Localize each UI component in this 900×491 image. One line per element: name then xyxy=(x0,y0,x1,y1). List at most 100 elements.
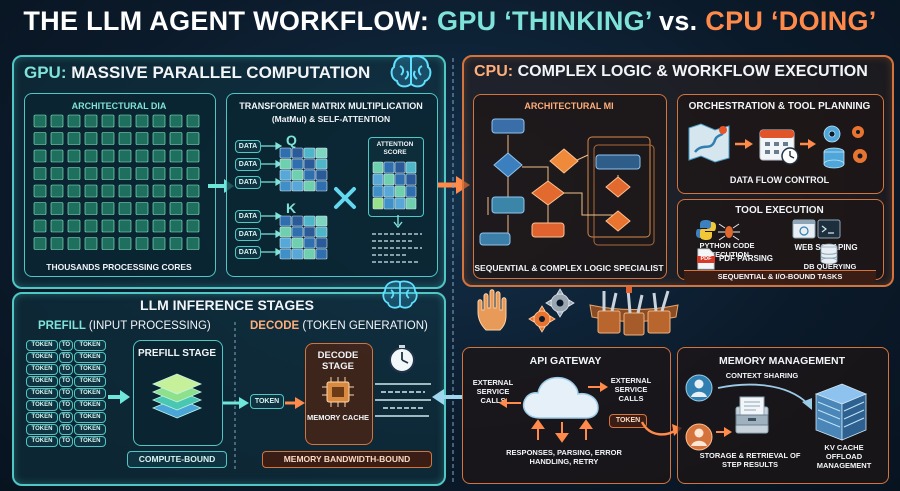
gpu-heading-text: MASSIVE PARALLEL COMPUTATION xyxy=(71,63,371,82)
processing-core xyxy=(169,202,183,215)
data-label-k1: DATA xyxy=(235,210,261,223)
token-label: TOKEN xyxy=(26,424,58,435)
orchestration-title: ORCHESTRATION & TOOL PLANNING xyxy=(688,101,871,112)
attention-matrix-cell xyxy=(405,173,417,186)
q-matrix xyxy=(279,147,328,192)
to-label: TO xyxy=(59,436,73,447)
processing-core xyxy=(118,114,132,128)
token-label: TOKEN xyxy=(74,412,106,423)
processing-core xyxy=(186,219,200,233)
decode-subheading: DECODE (TOKEN GENERATION) xyxy=(250,320,428,332)
token-label: TOKEN xyxy=(74,340,106,351)
data-flow-label: DATA FLOW CONTROL xyxy=(729,175,830,185)
cpu-arch-label: ARCHITECTURAL MI xyxy=(524,101,614,111)
q-matrix-cell xyxy=(291,158,304,170)
q-matrix-cell xyxy=(303,147,316,159)
processing-core xyxy=(152,202,166,215)
data-label-k3: DATA xyxy=(235,246,261,259)
attention-matrix-cell xyxy=(394,161,406,174)
calendar-icon xyxy=(759,129,799,165)
api-up-down-arrows xyxy=(531,419,593,443)
processing-core xyxy=(135,219,149,233)
prefill-subheading: PREFILL (INPUT PROCESSING) xyxy=(38,320,211,332)
attention-matrix-cell xyxy=(394,185,406,198)
to-label: TO xyxy=(59,352,73,363)
attention-matrix-cell xyxy=(394,197,406,210)
processing-core xyxy=(50,114,64,128)
processing-core xyxy=(135,184,149,198)
brain-icon-small xyxy=(382,280,418,309)
attention-matrix-cell xyxy=(383,185,395,198)
inference-divider xyxy=(234,322,236,472)
attention-matrix-cell xyxy=(405,197,417,210)
map-icon xyxy=(688,123,730,163)
output-text-lines xyxy=(372,233,422,263)
k-matrix-label: K xyxy=(286,200,297,216)
hand-icon xyxy=(477,289,507,331)
processing-core xyxy=(67,132,81,145)
processing-core xyxy=(84,132,98,145)
attention-matrix-cell xyxy=(372,185,384,198)
processing-core xyxy=(50,184,64,198)
panel-divider xyxy=(452,58,454,483)
q-matrix-cell xyxy=(303,180,316,192)
page-title: THE LLM AGENT WORKFLOW: GPU ‘THINKING’ v… xyxy=(0,6,900,37)
q-matrix-cell xyxy=(279,180,292,192)
attention-matrix-cell xyxy=(372,197,384,210)
user-icon-bottom xyxy=(685,423,713,451)
processing-core xyxy=(135,114,149,128)
processing-core xyxy=(101,237,115,250)
attention-matrix-cell xyxy=(383,173,395,186)
arrow-user-to-cabinet xyxy=(716,427,732,437)
processing-core xyxy=(33,202,47,215)
processing-core xyxy=(135,149,149,163)
processing-core xyxy=(152,184,166,198)
bug-icon xyxy=(718,223,740,241)
processing-core xyxy=(67,219,81,233)
matmul-title: TRANSFORMER MATRIX MULTIPLICATION xyxy=(239,101,423,111)
memory-cache-label: MEMORY CACHE xyxy=(306,413,370,422)
processing-core xyxy=(33,132,47,145)
processing-core xyxy=(152,219,166,233)
gear-database-icon xyxy=(823,125,867,169)
processing-core xyxy=(50,237,64,250)
memory-management-title: MEMORY MANAGEMENT xyxy=(719,355,845,367)
processing-core xyxy=(84,219,98,233)
processing-core xyxy=(67,149,81,163)
q-matrix-cell xyxy=(279,147,292,159)
processing-core xyxy=(169,237,183,250)
processing-core xyxy=(67,237,81,250)
processing-core xyxy=(67,114,81,128)
processing-core xyxy=(135,132,149,145)
title-vs: vs. xyxy=(651,6,706,36)
q-matrix-cell xyxy=(315,147,328,159)
data-arrows xyxy=(261,141,283,257)
processing-core xyxy=(84,184,98,198)
tool-execution-title: TOOL EXECUTION xyxy=(735,205,824,216)
token-label: TOKEN xyxy=(26,340,58,351)
k-matrix xyxy=(279,215,328,260)
context-sharing-label: CONTEXT SHARING xyxy=(725,371,799,380)
attention-down-arrow xyxy=(393,215,403,229)
processing-core xyxy=(118,202,132,215)
processing-core xyxy=(169,219,183,233)
q-matrix-cell xyxy=(315,180,328,192)
processing-core xyxy=(118,184,132,198)
token-label: TOKEN xyxy=(74,436,106,447)
context-arrows xyxy=(717,383,812,410)
k-matrix-cell xyxy=(279,226,292,238)
processing-core xyxy=(33,149,47,163)
processing-core xyxy=(67,184,81,198)
processing-core xyxy=(118,167,132,180)
processing-core xyxy=(186,184,200,198)
chip-icon xyxy=(322,377,354,407)
processing-core xyxy=(186,237,200,250)
processing-core xyxy=(118,237,132,250)
decode-stage-label: DECODE STAGE xyxy=(317,350,359,372)
user-icon-top xyxy=(685,374,713,402)
k-matrix-cell xyxy=(291,237,304,249)
attention-matrix xyxy=(372,161,417,210)
